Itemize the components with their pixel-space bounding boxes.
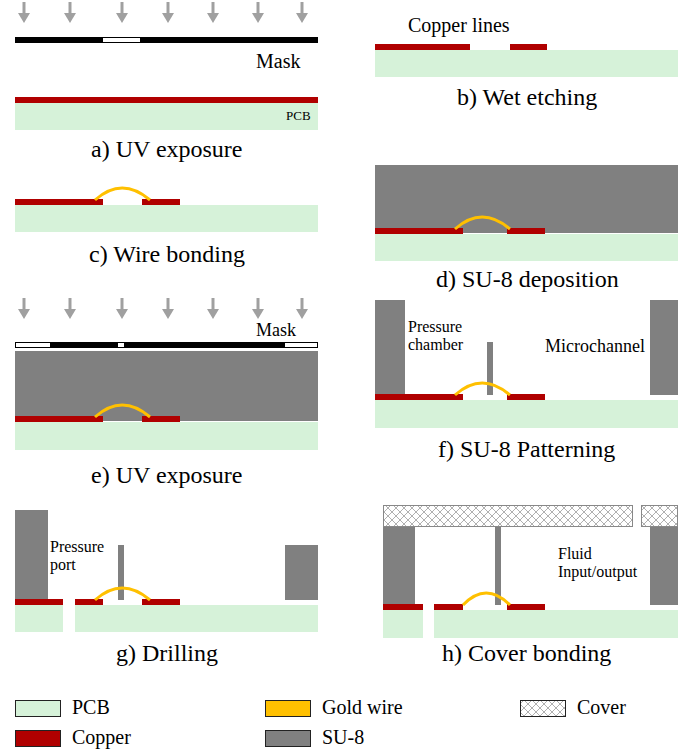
part-label: Copper lines — [408, 14, 510, 37]
part-label: Microchannel — [545, 336, 645, 357]
cover-swatch — [521, 701, 566, 717]
step-caption: g) Drilling — [116, 640, 218, 668]
legend-swatch — [15, 730, 61, 747]
legend-label: Gold wire — [322, 696, 403, 719]
legend-label: PCB — [72, 696, 110, 719]
step-caption: d) SU-8 deposition — [436, 266, 619, 294]
legend-label: Copper — [72, 726, 131, 749]
step-caption: b) Wet etching — [457, 84, 597, 112]
uv-arrows — [18, 2, 308, 23]
part-label: Pressure chamber — [408, 318, 486, 355]
step-caption: a) UV exposure — [91, 136, 243, 164]
part-label: Mask — [256, 320, 296, 341]
part-label: Fluid Input/output — [558, 545, 648, 582]
step-caption: f) SU-8 Patterning — [438, 436, 615, 464]
legend-label: SU-8 — [322, 726, 364, 749]
uv-arrows — [18, 298, 308, 319]
legend-swatch — [265, 700, 311, 717]
step-caption: c) Wire bonding — [89, 241, 245, 269]
step-caption: h) Cover bonding — [442, 640, 611, 668]
part-label: Mask — [256, 50, 300, 73]
legend-label: Cover — [577, 696, 626, 719]
part-label: Pressure port — [50, 538, 116, 575]
step-caption: e) UV exposure — [91, 462, 243, 490]
legend-swatch — [15, 700, 61, 717]
part-label: PCB — [286, 109, 311, 124]
legend-swatch — [265, 730, 311, 747]
